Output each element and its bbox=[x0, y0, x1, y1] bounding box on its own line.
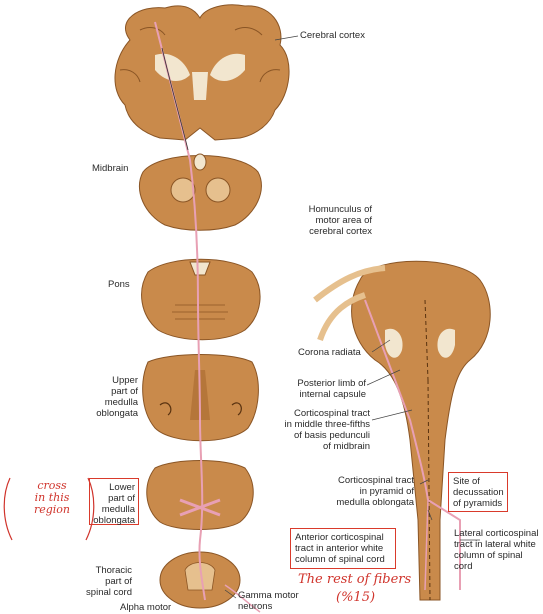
label-posterior-limb: Posterior limb of internal capsule bbox=[282, 378, 366, 400]
label-homunculus: Homunculus of motor area of cerebral cor… bbox=[300, 204, 372, 237]
label-cerebral-cortex: Cerebral cortex bbox=[300, 30, 365, 41]
label-pons: Pons bbox=[108, 279, 130, 290]
handwritten-cross-note: cross in this region bbox=[22, 480, 82, 516]
label-cst-pyramid: Corticospinal tract in pyramid of medull… bbox=[318, 475, 414, 508]
label-cst-midbrain: Corticospinal tract in middle three-fift… bbox=[258, 408, 370, 452]
midbrain-section bbox=[139, 154, 261, 230]
pons-section bbox=[142, 259, 260, 340]
label-alpha-motor: Alpha motor bbox=[120, 602, 171, 613]
label-gamma-motor: Gamma motor neurons bbox=[238, 590, 299, 612]
label-decussation: Site of decussation of pyramids bbox=[453, 476, 504, 509]
label-thoracic: Thoracic part of spinal cord bbox=[80, 565, 132, 598]
label-midbrain: Midbrain bbox=[92, 163, 128, 174]
label-lower-medulla: Lower part of medulla oblongata bbox=[90, 482, 135, 526]
handwritten-percent-note: (%15) bbox=[336, 590, 375, 605]
cerebrum-section bbox=[115, 5, 289, 140]
handwritten-rest-note: The rest of fibers bbox=[298, 572, 411, 587]
label-corona-radiata: Corona radiata bbox=[298, 347, 361, 358]
lower-medulla-section bbox=[147, 461, 253, 530]
label-lateral-cst: Lateral corticospinal tract in lateral w… bbox=[454, 528, 543, 572]
label-upper-medulla: Upper part of medulla oblongata bbox=[90, 375, 138, 419]
label-anterior-cst: Anterior corticospinal tract in anterior… bbox=[295, 532, 385, 565]
handwritten-bracket bbox=[4, 478, 12, 540]
